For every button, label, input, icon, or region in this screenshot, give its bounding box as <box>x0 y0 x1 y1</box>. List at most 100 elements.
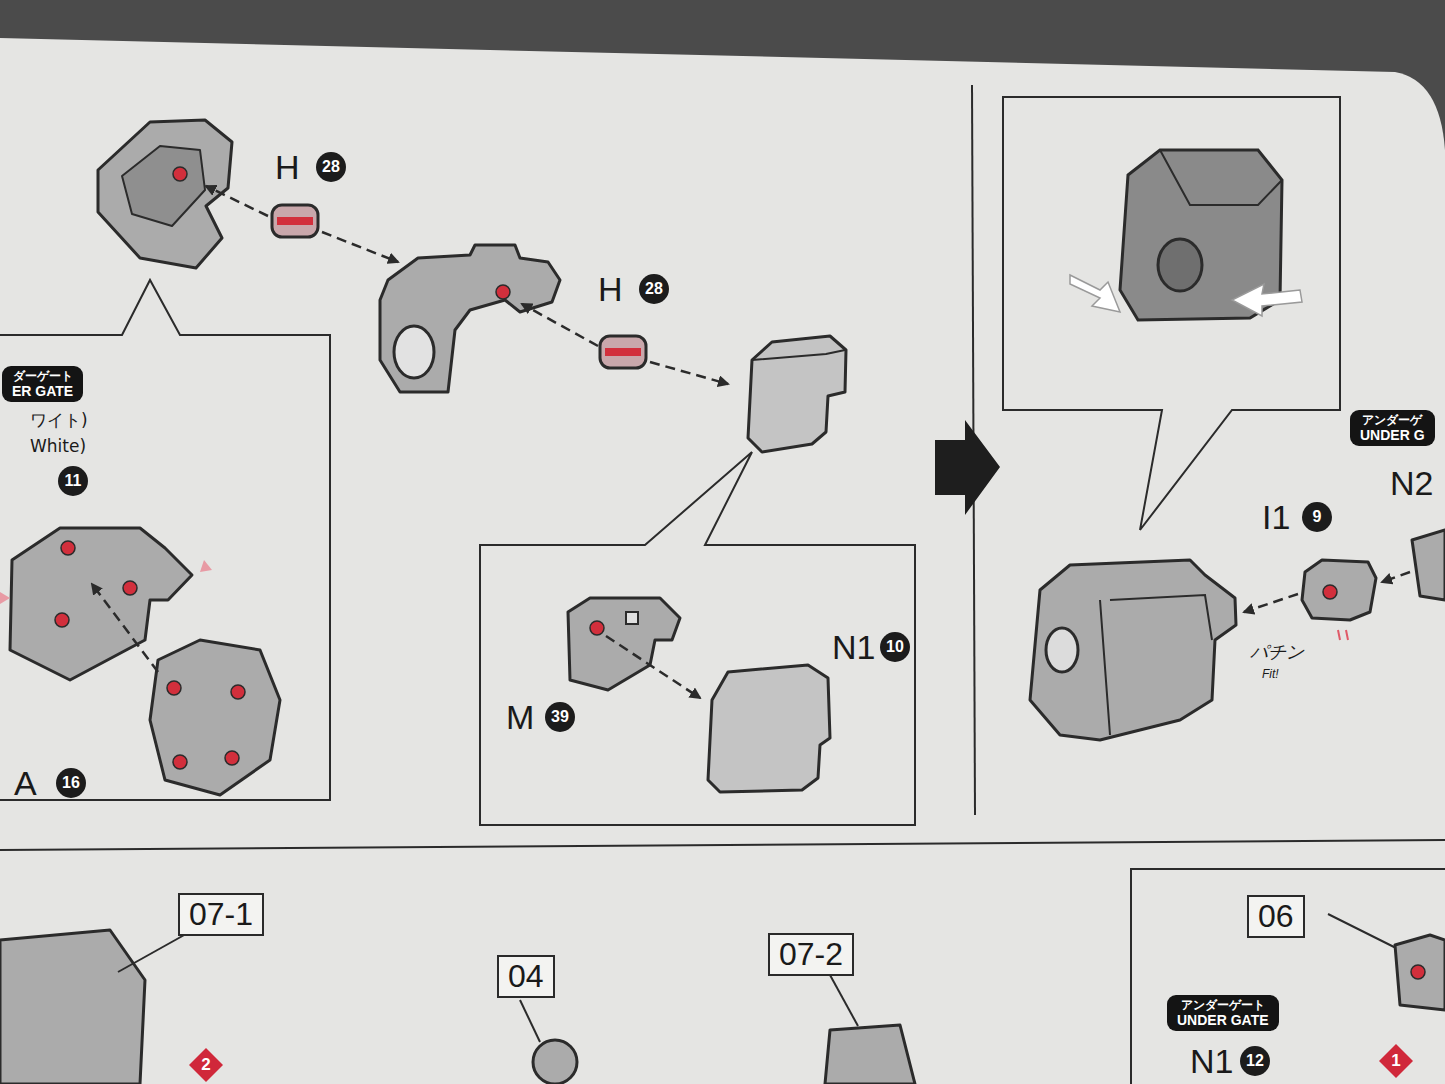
step-divider <box>935 85 1000 815</box>
drawing-shape <box>1302 560 1376 620</box>
callout-left <box>0 280 330 800</box>
drawing-shape <box>1328 914 1396 948</box>
drawing-shape <box>1323 585 1337 599</box>
drawing-shape <box>568 598 680 690</box>
drawing-shape <box>1030 560 1236 740</box>
under-gate-badge: アンダーゲUNDER G <box>1350 410 1435 446</box>
drawing-shape <box>1382 572 1410 582</box>
drawing-shape <box>167 681 181 695</box>
drawing-shape <box>272 205 318 237</box>
callout-number: 28 <box>316 152 346 182</box>
part-number: 07-1 <box>189 896 253 933</box>
part-center <box>380 245 560 392</box>
drawing-shape <box>533 1040 577 1084</box>
gate-note: アンダーゲ <box>1360 413 1425 427</box>
drawing-shape <box>0 38 1445 1084</box>
drawing-shape <box>1232 284 1302 316</box>
callout-right <box>1003 97 1340 530</box>
step-marker: 1 <box>1385 1050 1407 1072</box>
part-number-box: 07-1 <box>178 893 264 936</box>
drawing-shape <box>626 612 638 624</box>
drawing-shape <box>496 285 510 299</box>
drawing-shape <box>1411 965 1425 979</box>
runner-letter: N2 <box>1390 466 1433 500</box>
drawing-shape <box>1244 594 1298 612</box>
polycap-h28 <box>522 304 728 384</box>
lower-step <box>0 840 1445 1084</box>
callout-number: 10 <box>880 632 910 662</box>
drawing-shape <box>1158 239 1202 291</box>
drawing-shape <box>206 186 268 216</box>
drawing-shape <box>522 304 598 346</box>
drawing-shape <box>520 1000 540 1042</box>
drawing-shape <box>173 755 187 769</box>
drawing-shape <box>55 613 69 627</box>
drawing-shape <box>590 621 604 635</box>
part-number: 04 <box>508 958 544 995</box>
under-gate-badge: ダーゲートER GATE <box>2 366 83 402</box>
callout-number: 12 <box>1240 1046 1270 1076</box>
drawing-shape <box>277 217 313 225</box>
callout-number: 16 <box>56 768 86 798</box>
drawing-shape <box>708 665 830 792</box>
drawing-shape <box>1338 630 1348 640</box>
gate-note: ER GATE <box>12 383 73 399</box>
callout-panel: M 39 N110 <box>480 545 915 825</box>
callout-number: 9 <box>1302 502 1332 532</box>
drawing-shape <box>1395 935 1445 1010</box>
drawing-shape <box>322 232 398 262</box>
drawing-shape <box>0 840 1445 850</box>
drawing-shape <box>600 336 646 368</box>
drawing-shape <box>98 120 232 268</box>
drawing-shape <box>480 452 915 825</box>
runner-letter: M <box>506 700 534 734</box>
callout-number: 28 <box>639 274 669 304</box>
drawing-shape <box>173 167 187 181</box>
runner-letter: A <box>14 766 37 800</box>
drawing-shape <box>189 1048 223 1082</box>
drawing-shape <box>752 350 845 360</box>
runner-letter: H <box>275 150 300 184</box>
runner-letter: N1 <box>1190 1044 1233 1078</box>
drawing-shape <box>1379 1044 1413 1078</box>
part-number-box: 06 <box>1247 895 1305 938</box>
drawing-shape <box>225 751 239 765</box>
drawing-shape <box>0 592 10 604</box>
drawing-shape <box>1412 530 1445 600</box>
gate-note: UNDER GATE <box>1177 1012 1269 1028</box>
gate-note: ダーゲート <box>12 369 73 383</box>
callout-panel: ワイト)White)11A16ダーゲートER GATE <box>0 335 330 800</box>
drawing-shape <box>118 934 186 972</box>
drawing-shape <box>935 420 1000 515</box>
drawing-shape <box>748 336 846 452</box>
drawing-shape <box>200 560 212 572</box>
polycap-h28 <box>206 186 398 262</box>
under-gate-badge: アンダーゲートUNDER GATE <box>1167 995 1279 1031</box>
drawing-shape <box>61 541 75 555</box>
drawing-shape <box>394 326 434 378</box>
color-note: White) <box>30 436 86 456</box>
drawing-shape <box>830 975 858 1026</box>
step-marker: 2 <box>195 1054 217 1076</box>
part-number-box: 04 <box>497 955 555 998</box>
drawing-shape <box>123 581 137 595</box>
drawing-shape <box>606 636 700 698</box>
drawing-shape <box>1160 150 1282 205</box>
part-top-left <box>98 120 232 268</box>
part-cover <box>748 336 846 452</box>
callout-number: 39 <box>545 702 575 732</box>
gate-note: UNDER G <box>1360 427 1425 443</box>
drawing-shape <box>0 280 330 800</box>
gate-note: アンダーゲート <box>1177 998 1269 1012</box>
drawing-shape <box>1046 628 1078 672</box>
drawing-shape <box>0 930 145 1084</box>
runner-letter: N1 <box>832 630 875 664</box>
drawing-shape <box>122 146 205 226</box>
drawing-shape <box>1100 595 1212 735</box>
fit-note: Fit! <box>1262 668 1279 681</box>
color-note: ワイト) <box>30 410 88 430</box>
drawing-shape <box>825 1025 915 1084</box>
drawing-shape <box>1003 97 1340 530</box>
drawing-shape <box>650 362 728 384</box>
